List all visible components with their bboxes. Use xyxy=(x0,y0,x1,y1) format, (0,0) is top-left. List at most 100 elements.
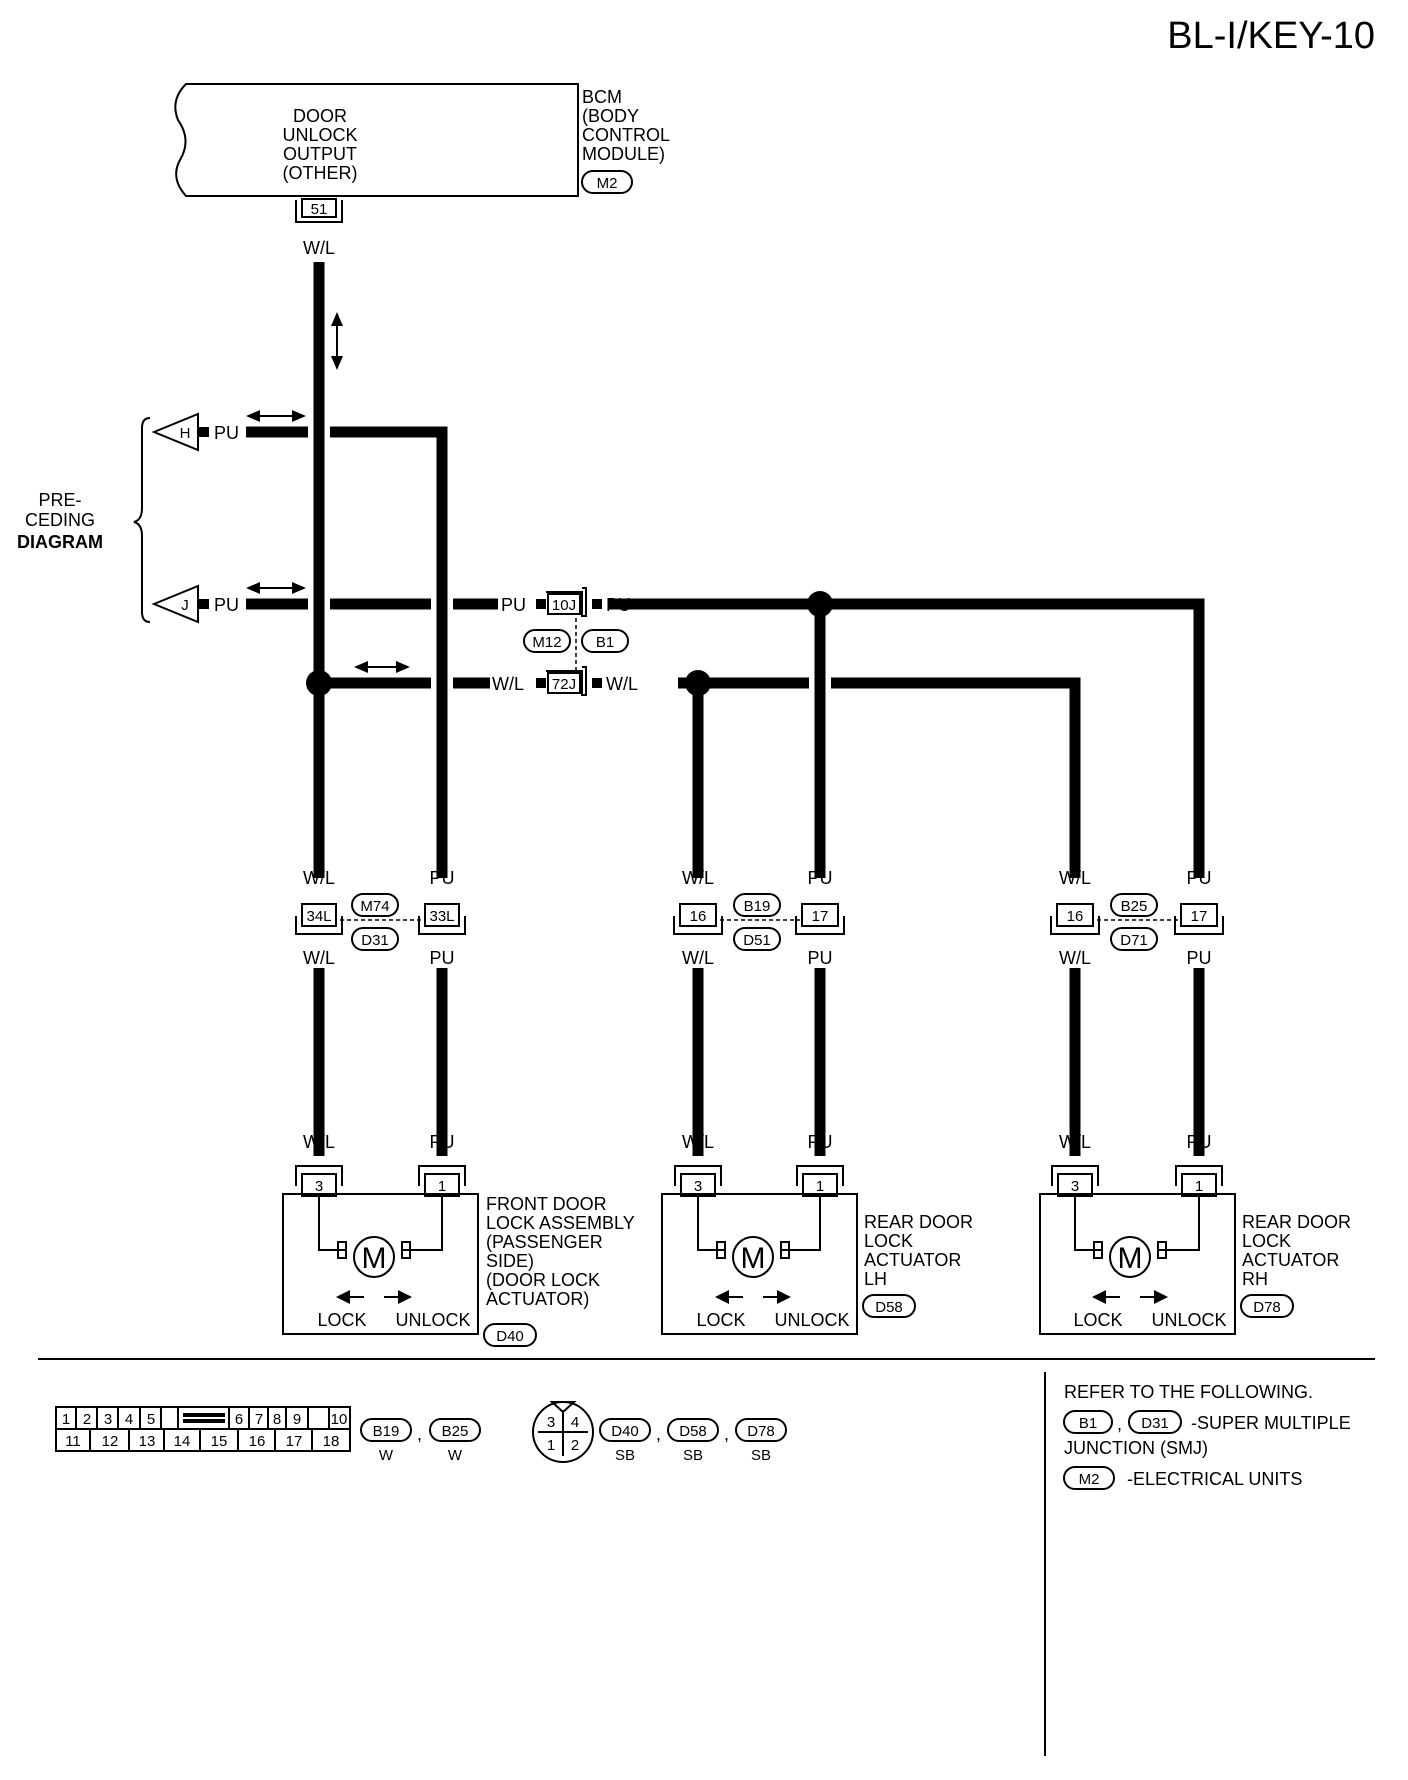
wire-color-label: W/L xyxy=(1059,948,1091,968)
unlock-arrow-icon xyxy=(763,1290,791,1304)
actuator-connector: D78 xyxy=(1253,1299,1281,1316)
harness-connector-rh: W/L PU 16 17 B25 D71 W/L PU xyxy=(1050,868,1224,968)
bcm-terminal-number: 51 xyxy=(311,201,328,218)
lock-label: LOCK xyxy=(317,1310,366,1330)
wire-color-label: PU xyxy=(429,1132,454,1152)
eu-ref: M2 xyxy=(1079,1471,1100,1488)
bcm-name-line-2: (BODY xyxy=(582,106,639,126)
ref-code: D78 xyxy=(747,1423,775,1440)
actuator-connector-badge xyxy=(862,1294,916,1318)
bcm-name-line-4: MODULE) xyxy=(582,144,665,164)
bcm-function-line-1: DOOR xyxy=(293,106,347,126)
refer-section: REFER TO THE FOLLOWING. B1 , D31 -SUPER … xyxy=(1063,1382,1351,1490)
actuator-name-line: LOCK xyxy=(1242,1231,1291,1251)
ref-j-wire-color: PU xyxy=(214,595,239,615)
pin-number: 1 xyxy=(547,1437,555,1454)
unlock-arrow-icon xyxy=(384,1290,412,1304)
actuator-name-line: REAR DOOR xyxy=(1242,1212,1351,1232)
upper-ref-badge xyxy=(733,893,781,917)
terminal-1-number: 1 xyxy=(1195,1178,1203,1195)
joint-right-ref: B1 xyxy=(596,634,614,651)
actuator-connector: D58 xyxy=(875,1299,903,1316)
joint-wl-out: W/L xyxy=(606,674,638,694)
joint-right-ref-badge xyxy=(581,629,629,653)
separator: , xyxy=(1117,1414,1122,1434)
wire-color-label: W/L xyxy=(303,948,335,968)
pin-number: 10 xyxy=(331,1411,348,1428)
double-arrow-icon xyxy=(331,312,343,370)
joint-wl-in: W/L xyxy=(492,674,524,694)
bcm-terminal xyxy=(301,198,337,218)
pin-number: 12 xyxy=(102,1433,119,1450)
ref-h-flag xyxy=(151,412,199,452)
pin-number: 7 xyxy=(255,1411,263,1428)
joint-lower-terminal xyxy=(547,672,581,694)
splice-lh-wl xyxy=(685,670,711,696)
upper-ref: M74 xyxy=(360,898,389,915)
actuator-name-line: ACTUATOR xyxy=(864,1250,961,1270)
terminal-right xyxy=(801,903,839,927)
ref-code: D40 xyxy=(611,1423,639,1440)
lower-ref: D51 xyxy=(743,932,771,949)
wire-color-label: W/L xyxy=(1059,868,1091,888)
joint-lower-label: 72J xyxy=(552,676,576,693)
terminal-3-number: 3 xyxy=(315,1178,323,1195)
actuator-name-line: (PASSENGER xyxy=(486,1232,603,1252)
splice-lh-pu xyxy=(807,591,833,617)
joint-pu-out: PU xyxy=(606,595,631,615)
pin-number: 6 xyxy=(235,1411,243,1428)
connector-face-4pin: 3 4 1 2 xyxy=(532,1401,594,1463)
ref-j-flag xyxy=(151,584,199,624)
bcm-connector-label: M2 xyxy=(597,175,618,192)
bcm-connector-badge xyxy=(581,170,633,194)
upper-ref: B19 xyxy=(744,898,771,915)
wire-color-label: W/L xyxy=(682,868,714,888)
upper-ref: B25 xyxy=(1121,898,1148,915)
bcm-function-line-4: (OTHER) xyxy=(283,163,358,183)
terminal-left-number: 34L xyxy=(306,908,331,925)
unlock-label: UNLOCK xyxy=(395,1310,470,1330)
pin-number: 1 xyxy=(62,1411,70,1428)
smj-ref: B1 xyxy=(1079,1415,1097,1432)
ref-color: W xyxy=(379,1447,394,1464)
actuator-name-line: LH xyxy=(864,1269,887,1289)
actuator-body xyxy=(661,1193,858,1335)
pin-number: 16 xyxy=(249,1433,266,1450)
actuator-connector-badge xyxy=(483,1323,537,1347)
bcm-function-line-2: UNLOCK xyxy=(282,125,357,145)
connector-face-18pin: 1 2 3 4 5 6 7 8 9 10 11 12 13 14 15 16 1… xyxy=(55,1406,351,1452)
smj-ref-badge xyxy=(1063,1410,1113,1434)
wire-color-label: PU xyxy=(1186,948,1211,968)
terminal-right xyxy=(1180,903,1218,927)
wire-pu-from-h xyxy=(246,426,448,878)
motor-label: M xyxy=(1118,1242,1143,1275)
actuator-name-line: REAR DOOR xyxy=(864,1212,973,1232)
wire-color-label: W/L xyxy=(1059,1132,1091,1152)
pin-number: 4 xyxy=(125,1411,133,1428)
upper-ref-badge xyxy=(351,893,399,917)
connector-4pin-refs: D40 SB , D58 SB , D78 SB xyxy=(599,1418,787,1464)
harness-connector-lh: W/L PU 16 17 B19 D51 W/L PU xyxy=(673,868,845,968)
lower-ref: D71 xyxy=(1120,932,1148,949)
actuator-name-line: LOCK ASSEMBLY xyxy=(486,1213,635,1233)
lock-label: LOCK xyxy=(1073,1310,1122,1330)
terminal-right-number: 17 xyxy=(1191,908,1208,925)
wire-color-label: PU xyxy=(807,1132,832,1152)
bcm-wire-color: W/L xyxy=(303,238,335,258)
splice-front-wl xyxy=(306,670,332,696)
pin-number: 8 xyxy=(273,1411,281,1428)
pin-number: 4 xyxy=(571,1414,579,1431)
lock-arrow-icon xyxy=(1092,1290,1120,1304)
double-arrow-icon xyxy=(354,661,410,673)
unlock-arrow-icon xyxy=(1140,1290,1168,1304)
actuator-body xyxy=(282,1193,479,1335)
actuator-name-line: LOCK xyxy=(864,1231,913,1251)
connector-18pin-refs: B19 W , B25 W xyxy=(360,1418,481,1464)
ref-color: SB xyxy=(683,1447,703,1464)
ref-h-wire-color: PU xyxy=(214,423,239,443)
wire-color-label: W/L xyxy=(303,1132,335,1152)
lower-ref-badge xyxy=(351,927,399,951)
separator: , xyxy=(417,1424,422,1444)
refer-heading: REFER TO THE FOLLOWING. xyxy=(1064,1382,1313,1402)
